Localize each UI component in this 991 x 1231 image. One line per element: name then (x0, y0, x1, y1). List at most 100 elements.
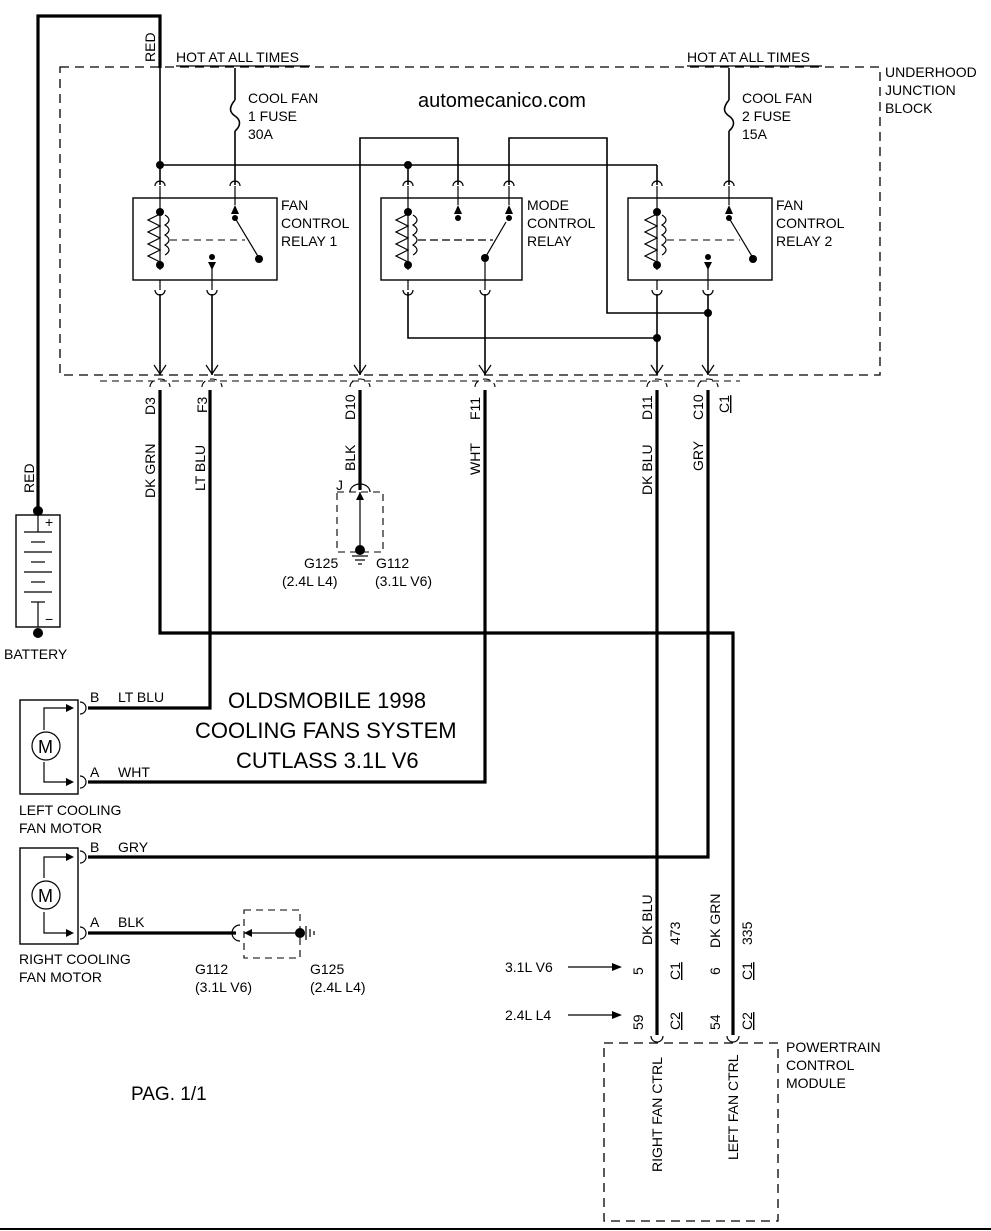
pcm-label-line3: MODULE (786, 1075, 846, 1091)
mode-relay-line1: MODE (527, 197, 569, 213)
fuse-2-line1: COOL FAN (742, 90, 812, 106)
ground-top-left-name: G125 (304, 555, 338, 571)
pin-31-left: 6 (707, 967, 723, 975)
left-motor-pin-a: A (90, 764, 100, 780)
right-motor-pin-a: A (90, 914, 100, 930)
pcm-col1-color: DK BLU (639, 894, 655, 945)
pcm-col1-circuit: 473 (667, 921, 683, 945)
wire-label-c10: GRY (690, 440, 706, 471)
conn-31-right: C1 (667, 962, 683, 980)
conn-c10: C10 (690, 394, 706, 420)
engine-24-label: 2.4L L4 (505, 1007, 551, 1023)
lt-blu-wire (88, 390, 212, 710)
watermark: automecanico.com (418, 90, 586, 112)
mode-relay-line3: RELAY (527, 233, 573, 249)
conn-24-left: C2 (739, 1012, 755, 1030)
hot-label-right: HOT AT ALL TIMES (687, 49, 810, 65)
page-label: PAG. 1/1 (131, 1084, 207, 1105)
pcm-col2-circuit: 335 (739, 921, 755, 945)
ground-top-left-sub: (2.4L L4) (282, 573, 338, 589)
underhood-junction-block-outline (59, 66, 881, 376)
pcm-right-fan-ctrl: RIGHT FAN CTRL (649, 1057, 665, 1172)
battery-plus: + (45, 514, 53, 530)
conn-d10: D10 (342, 394, 358, 420)
pcm-label-line2: CONTROL (786, 1057, 855, 1073)
fuse-1-line3: 30A (248, 126, 274, 142)
pin-31-right: 5 (630, 967, 646, 975)
battery-minus: − (45, 611, 53, 627)
fuse-1-line1: COOL FAN (248, 90, 318, 106)
pcm-col2-color: DK GRN (707, 894, 723, 948)
hot-label-left: HOT AT ALL TIMES (176, 49, 299, 65)
battery-red-label: RED (21, 463, 37, 493)
ground-top-right-sub: (3.1L V6) (375, 573, 432, 589)
ground-top (336, 483, 384, 565)
battery-label: BATTERY (4, 646, 68, 662)
underhood-label-line3: BLOCK (885, 100, 933, 116)
battery-symbol (15, 506, 61, 638)
conn-31-left: C1 (739, 962, 755, 980)
wire-label-f11: WHT (467, 443, 483, 475)
relay-1-line2: CONTROL (281, 215, 350, 231)
right-motor-symbol: M (38, 886, 53, 906)
engine-31-label: 3.1L V6 (505, 959, 553, 975)
relay-2-line2: CONTROL (776, 215, 845, 231)
right-motor-label1: RIGHT COOLING (19, 951, 131, 967)
left-motor-pin-b: B (90, 689, 99, 705)
ground-top-right-name: G112 (376, 555, 409, 571)
pcm-left-fan-ctrl: LEFT FAN CTRL (725, 1054, 741, 1160)
relay-1-line1: FAN (281, 197, 308, 213)
pcm-label-line1: POWERTRAIN (786, 1039, 881, 1055)
wire-label-d10: BLK (342, 444, 358, 471)
pin-24-right: 59 (630, 1014, 646, 1030)
underhood-label-line2: JUNCTION (885, 82, 956, 98)
title-line3: CUTLASS 3.1L V6 (236, 748, 419, 773)
mode-to-relay2-wire (508, 137, 708, 314)
right-motor-pin-a-color: BLK (118, 914, 145, 930)
left-motor-pin-b-color: LT BLU (118, 689, 164, 705)
left-motor-symbol: M (38, 737, 53, 757)
fuse-2-line2: 2 FUSE (742, 108, 791, 124)
fan-control-relay-2 (627, 180, 773, 296)
gry-wire (88, 390, 710, 859)
ground-bottom-left-sub: (3.1L V6) (195, 979, 252, 995)
left-motor-label1: LEFT COOLING (19, 802, 121, 818)
right-motor-pin-b: B (90, 839, 99, 855)
mode-control-relay (380, 180, 523, 296)
fuse-2 (723, 68, 735, 185)
title-line1: OLDSMOBILE 1998 (228, 688, 426, 713)
wire-label-d3: DK GRN (142, 444, 158, 498)
fuse-1 (229, 68, 241, 185)
ground-bottom-right-name: G125 (310, 961, 344, 977)
ground-bottom-left-name: G112 (195, 961, 228, 977)
pin-24-left: 54 (707, 1014, 723, 1030)
wire-label-d11: DK BLU (639, 444, 655, 495)
conn-f11: F11 (467, 397, 483, 420)
relay-2-line3: RELAY 2 (776, 233, 833, 249)
title-line2: COOLING FANS SYSTEM (195, 718, 457, 743)
d10-internal-wire (359, 137, 459, 375)
right-motor-label2: FAN MOTOR (19, 969, 102, 985)
dk-grn-wire (158, 390, 735, 1035)
left-cooling-fan-motor (19, 699, 87, 795)
ground-top-pin: J (336, 477, 343, 493)
right-motor-pin-b-color: GRY (118, 839, 149, 855)
right-cooling-fan-motor (19, 847, 87, 945)
connector-row (100, 364, 740, 388)
ground-bottom-right-sub: (2.4L L4) (310, 979, 366, 995)
fan-control-relay-1 (132, 180, 278, 296)
red-feed-wire (36, 14, 162, 511)
mode-coil-return-wire (407, 292, 657, 339)
fuse-1-line2: 1 FUSE (248, 108, 297, 124)
conn-d3: D3 (142, 397, 158, 415)
left-motor-label2: FAN MOTOR (19, 820, 102, 836)
wht-wire (88, 390, 487, 784)
conn-f3: F3 (194, 396, 210, 413)
wire-label-f3: LT BLU (192, 445, 208, 491)
pcm-box (603, 1035, 779, 1222)
conn-c1: C1 (716, 395, 732, 413)
relay-1-line3: RELAY 1 (281, 233, 338, 249)
left-motor-pin-a-color: WHT (118, 764, 150, 780)
fuse-2-line3: 15A (742, 126, 768, 142)
